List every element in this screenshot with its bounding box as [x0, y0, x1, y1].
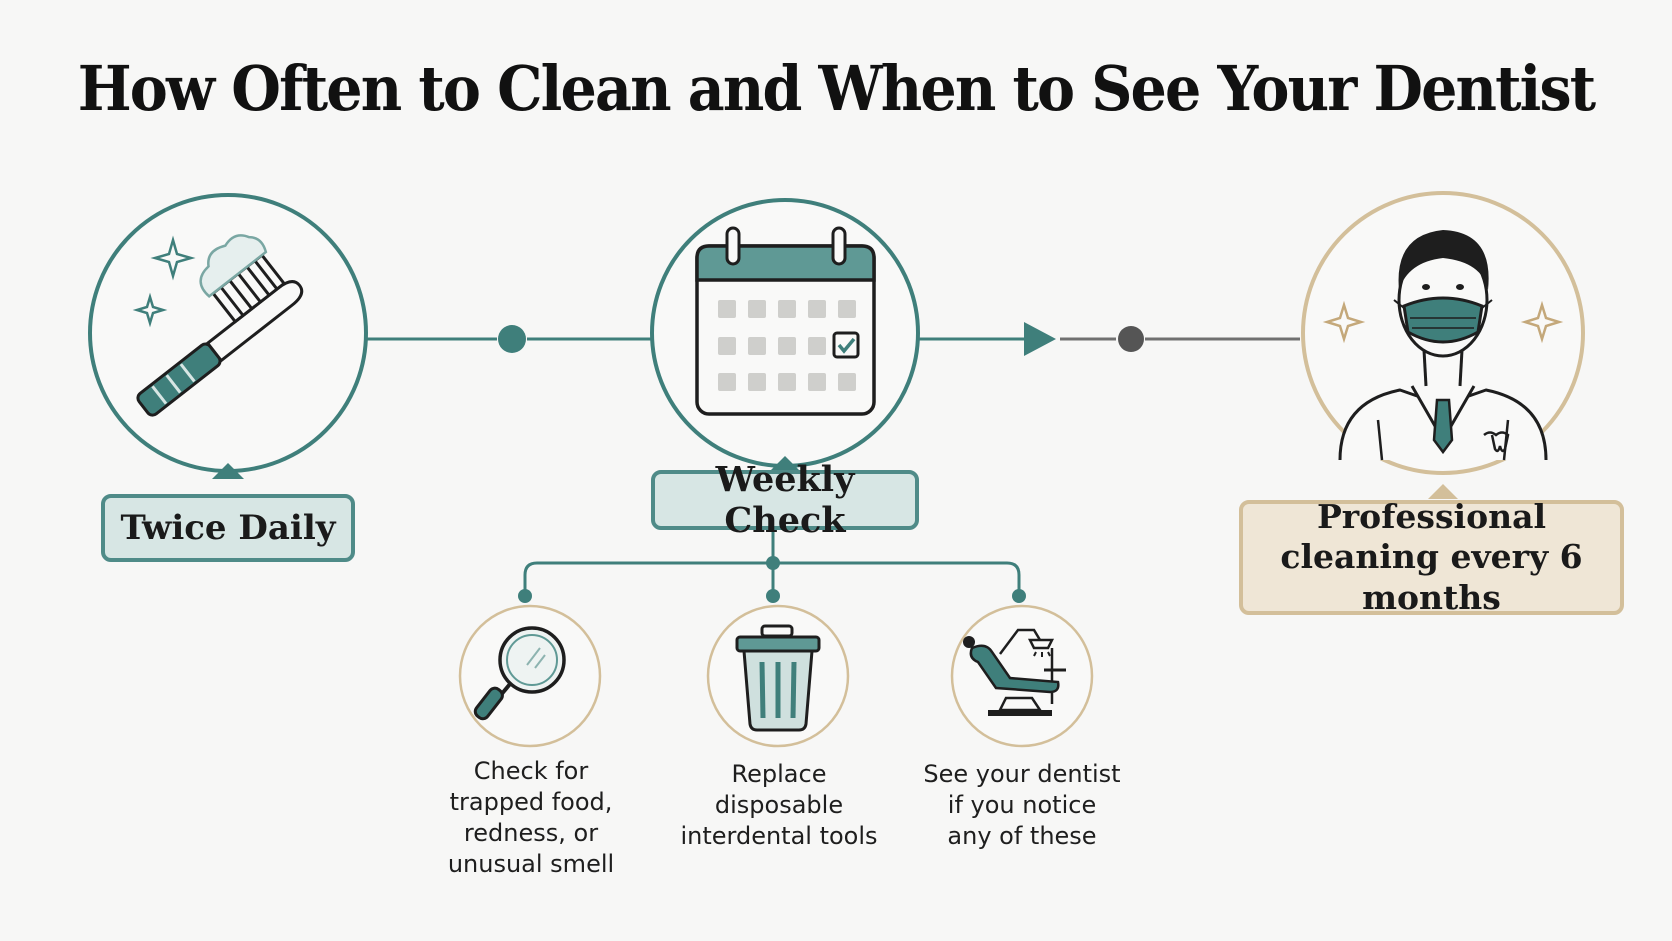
connector-dot — [498, 325, 526, 353]
toothbrush-stage-circle — [88, 193, 368, 479]
weekly-item-check-caption: Check for trapped food, redness, or unus… — [447, 757, 615, 878]
weekly-item-replace-caption: Replace disposable interdental tools — [680, 760, 878, 850]
connector-dot — [1118, 326, 1144, 352]
toothbrush-icon — [132, 234, 304, 417]
stage-label-professional-cleaning: Professional cleaning every 6 months — [1239, 497, 1624, 617]
dentist-icon — [1322, 230, 1564, 461]
magnifier-icon — [473, 626, 566, 721]
calendar-icon — [695, 226, 876, 416]
dental-chair-circle — [950, 604, 1094, 748]
trash-bin-circle — [706, 604, 850, 748]
magnifier-circle — [458, 604, 602, 748]
main-connector — [366, 322, 1300, 356]
branch-dots — [518, 556, 1026, 603]
page-title: How Often to Clean and When to See Your … — [77, 52, 1596, 125]
dentist-stage-circle — [1301, 191, 1585, 499]
calendar-stage-circle — [650, 198, 920, 471]
trash-bin-icon — [735, 624, 821, 732]
weekly-item-see-dentist-caption: See your dentist if you notice any of th… — [923, 760, 1121, 850]
stage-label-twice-daily: Twice Daily — [101, 494, 355, 562]
dental-chair-icon — [963, 628, 1066, 716]
stage-label-weekly-check: Weekly Check — [651, 459, 919, 541]
arrow-head — [1024, 322, 1056, 356]
